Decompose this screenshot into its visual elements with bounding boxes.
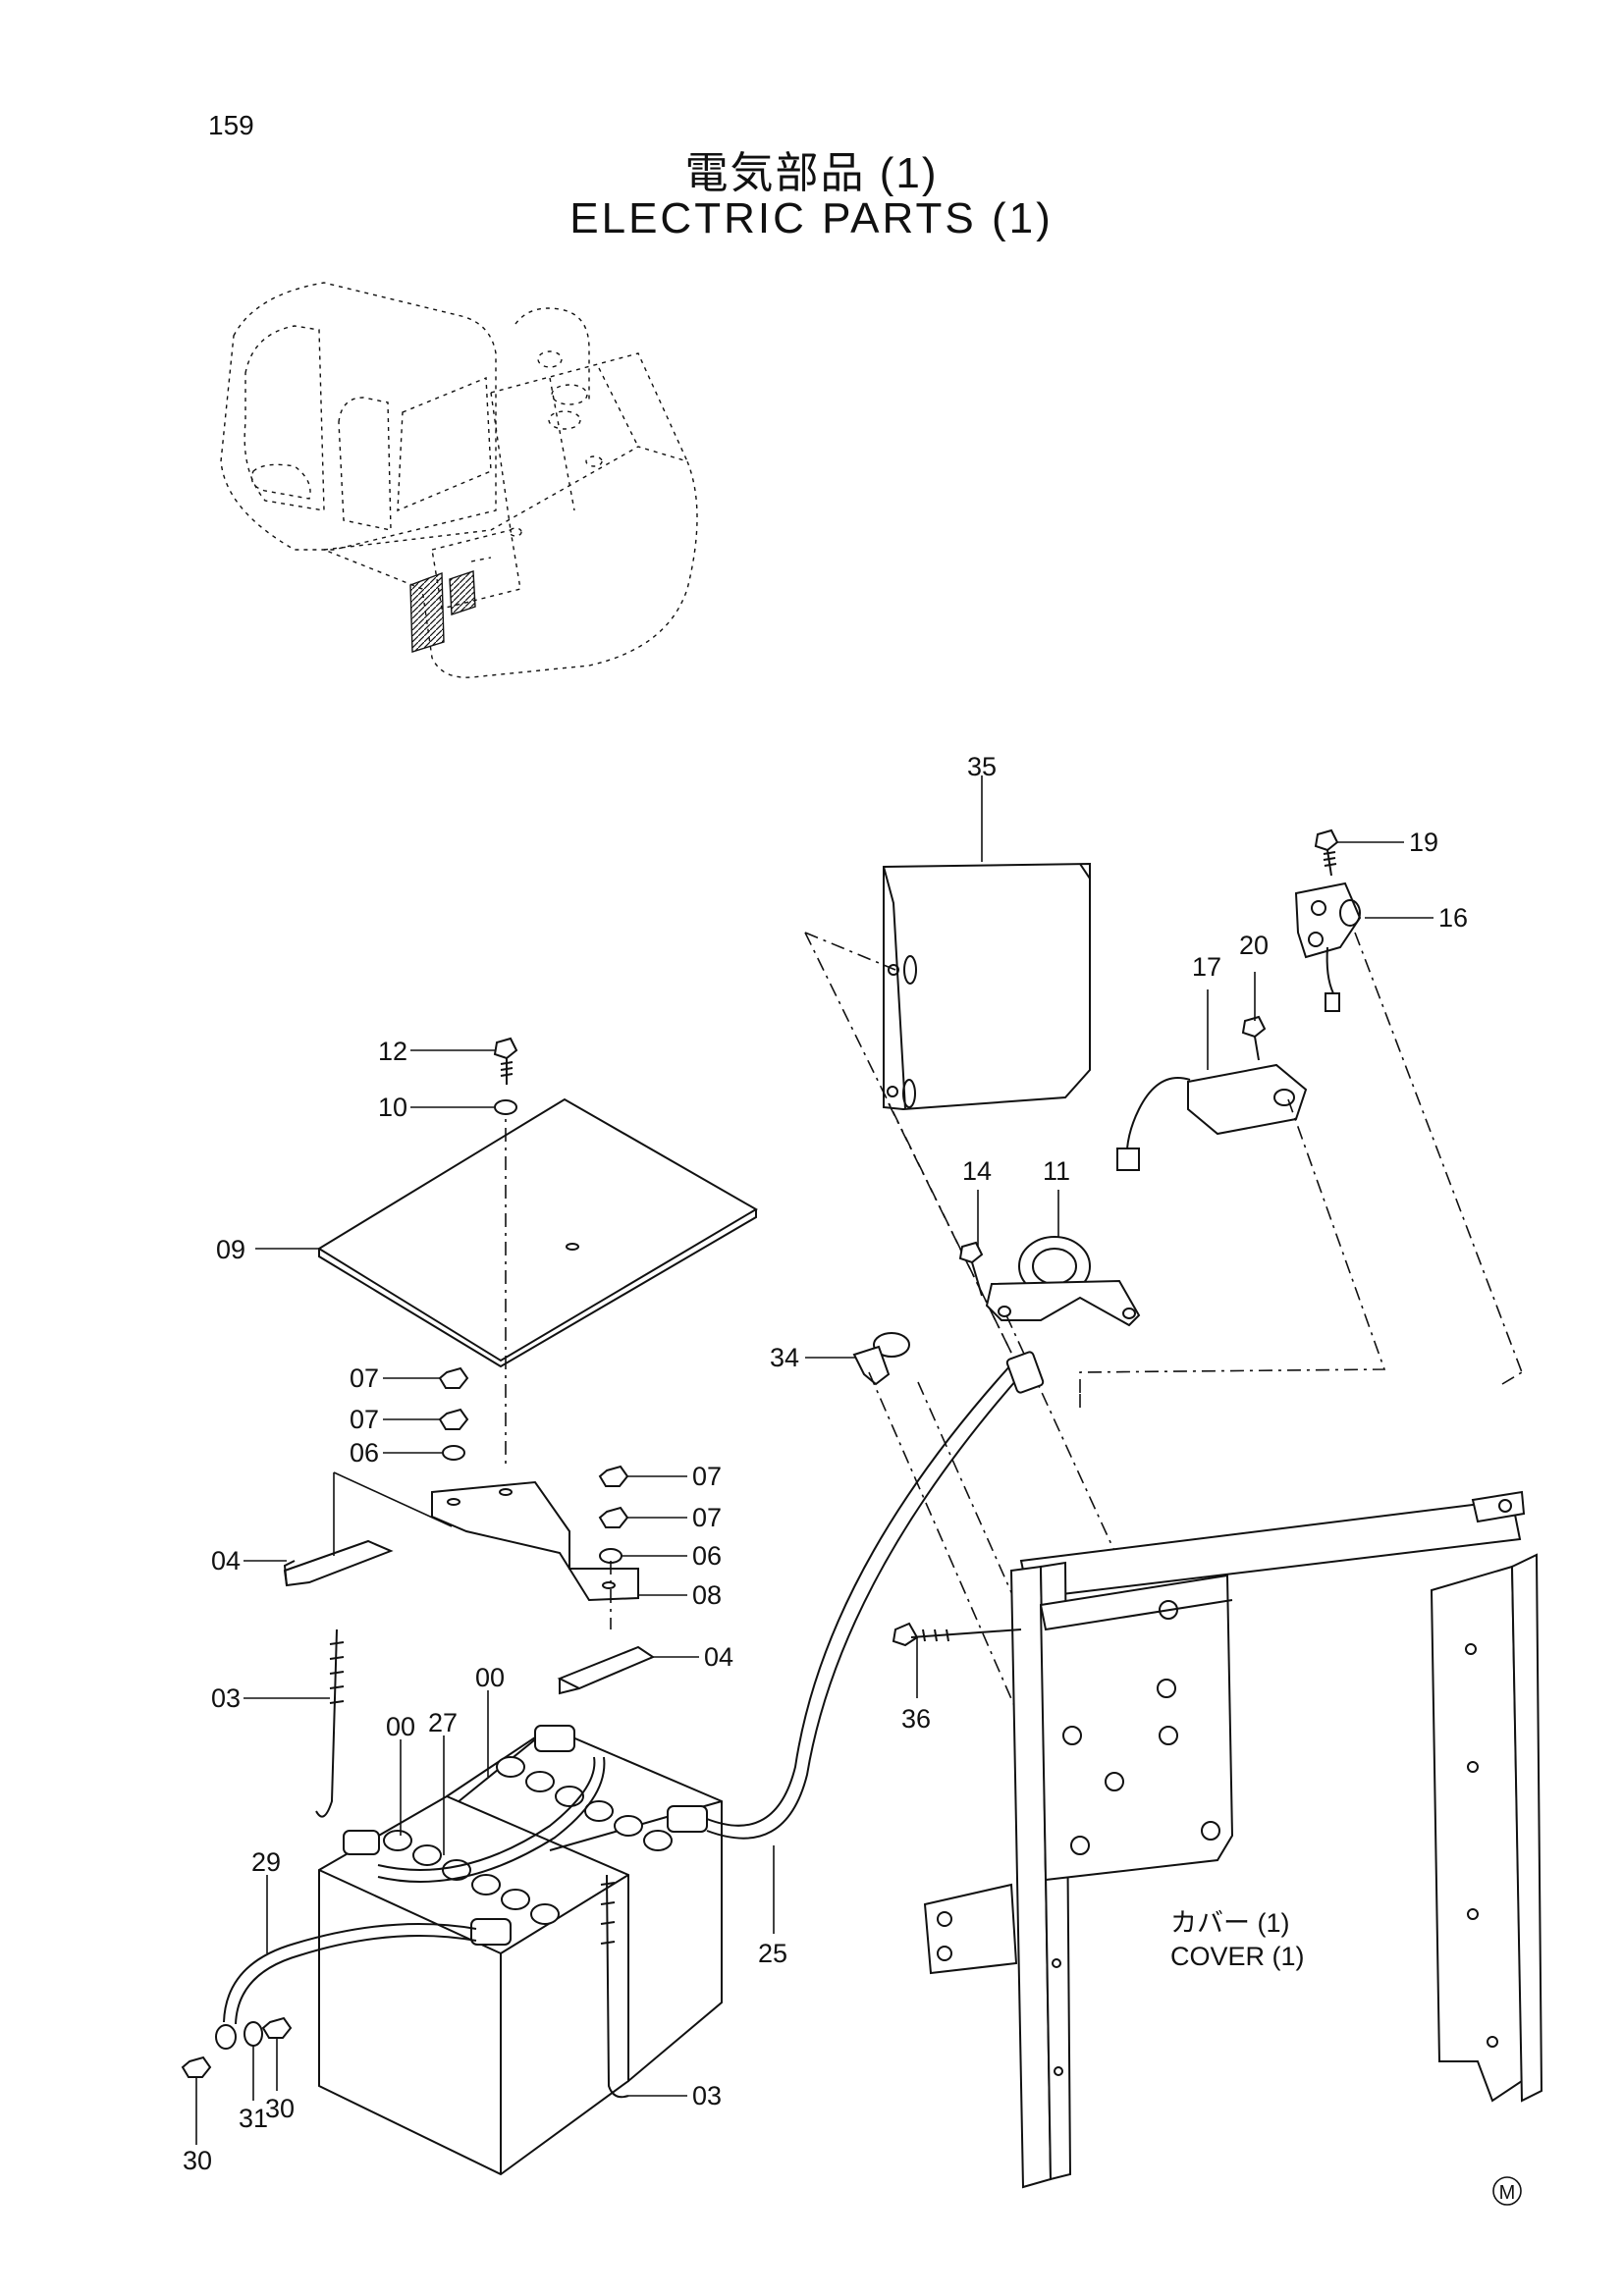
label-04-b: 04 — [704, 1642, 733, 1672]
label-00-b: 00 — [386, 1712, 415, 1741]
cable-27 — [377, 1756, 596, 1871]
nut-30-right — [261, 2016, 293, 2039]
label-30-b: 30 — [265, 2094, 295, 2123]
label-25: 25 — [758, 1939, 787, 1968]
label-27: 27 — [428, 1708, 458, 1737]
label-35: 35 — [967, 752, 997, 781]
label-08: 08 — [692, 1580, 722, 1610]
battery-cover-09 — [317, 1097, 758, 1368]
bolt-19 — [1314, 828, 1339, 877]
batteries — [318, 1725, 723, 2176]
page-number: 159 — [208, 110, 254, 140]
cable-25 — [706, 1363, 1012, 1827]
cover-plate-35 — [883, 862, 1091, 1111]
bolt-20 — [1241, 1015, 1267, 1061]
label-10: 10 — [378, 1093, 407, 1122]
washer-10 — [494, 1099, 517, 1115]
label-07-a: 07 — [350, 1363, 379, 1393]
label-16: 16 — [1438, 903, 1468, 933]
bolt-14 — [958, 1241, 984, 1297]
washer-06-right — [599, 1548, 622, 1564]
nut-07-upper-right — [598, 1465, 629, 1487]
label-30-a: 30 — [183, 2146, 212, 2175]
label-31: 31 — [239, 2104, 268, 2133]
component-11 — [985, 1236, 1141, 1327]
bracket-04-left — [283, 1471, 453, 1587]
battery-holder-08 — [431, 1480, 639, 1602]
bolt-36 — [892, 1622, 1022, 1647]
rod-03-left — [315, 1629, 345, 1818]
main-frame — [923, 1490, 1543, 2189]
washer-31 — [243, 2021, 263, 2047]
marker-letter: M — [1499, 2182, 1516, 2204]
bracket-assembly-16 — [1294, 881, 1362, 1012]
label-03-b: 03 — [692, 2081, 722, 2110]
title-japanese: 電気部品 (1) — [684, 149, 939, 197]
label-12: 12 — [378, 1037, 407, 1066]
label-17: 17 — [1192, 952, 1221, 982]
label-20: 20 — [1239, 931, 1269, 960]
nut-07-lower-left — [438, 1408, 469, 1430]
cable-29 — [223, 1923, 477, 2023]
nut-07-lower-right — [598, 1506, 629, 1528]
label-09: 09 — [216, 1235, 245, 1264]
label-00-a: 00 — [475, 1663, 505, 1692]
marker-circled-m: M — [1492, 2176, 1522, 2206]
excavator-overview-illustration — [220, 282, 698, 678]
label-06-b: 06 — [692, 1541, 722, 1571]
bolt-12 — [493, 1037, 518, 1085]
cover-label-english: COVER (1) — [1170, 1942, 1305, 1971]
title-english: ELECTRIC PARTS (1) — [569, 194, 1054, 242]
label-14: 14 — [962, 1156, 992, 1186]
label-34: 34 — [770, 1343, 799, 1372]
label-06-a: 06 — [350, 1438, 379, 1468]
nut-30-left — [181, 2056, 212, 2078]
label-07-c: 07 — [692, 1462, 722, 1491]
label-29: 29 — [251, 1847, 281, 1877]
label-04-a: 04 — [211, 1546, 241, 1575]
leader-lines — [195, 775, 1434, 2145]
label-07-d: 07 — [692, 1503, 722, 1532]
label-36: 36 — [901, 1704, 931, 1734]
label-19: 19 — [1409, 828, 1438, 857]
washer-06-left — [442, 1445, 465, 1461]
label-07-b: 07 — [350, 1405, 379, 1434]
rod-03-right — [600, 1874, 629, 2099]
bracket-04-right — [557, 1645, 656, 1695]
label-03-a: 03 — [211, 1683, 241, 1713]
clamp-34 — [852, 1332, 910, 1386]
label-11: 11 — [1043, 1156, 1070, 1186]
nut-07-upper-left — [438, 1366, 469, 1389]
cover-label-japanese: カバー (1) — [1170, 1908, 1290, 1938]
relay-17 — [1116, 1063, 1308, 1171]
